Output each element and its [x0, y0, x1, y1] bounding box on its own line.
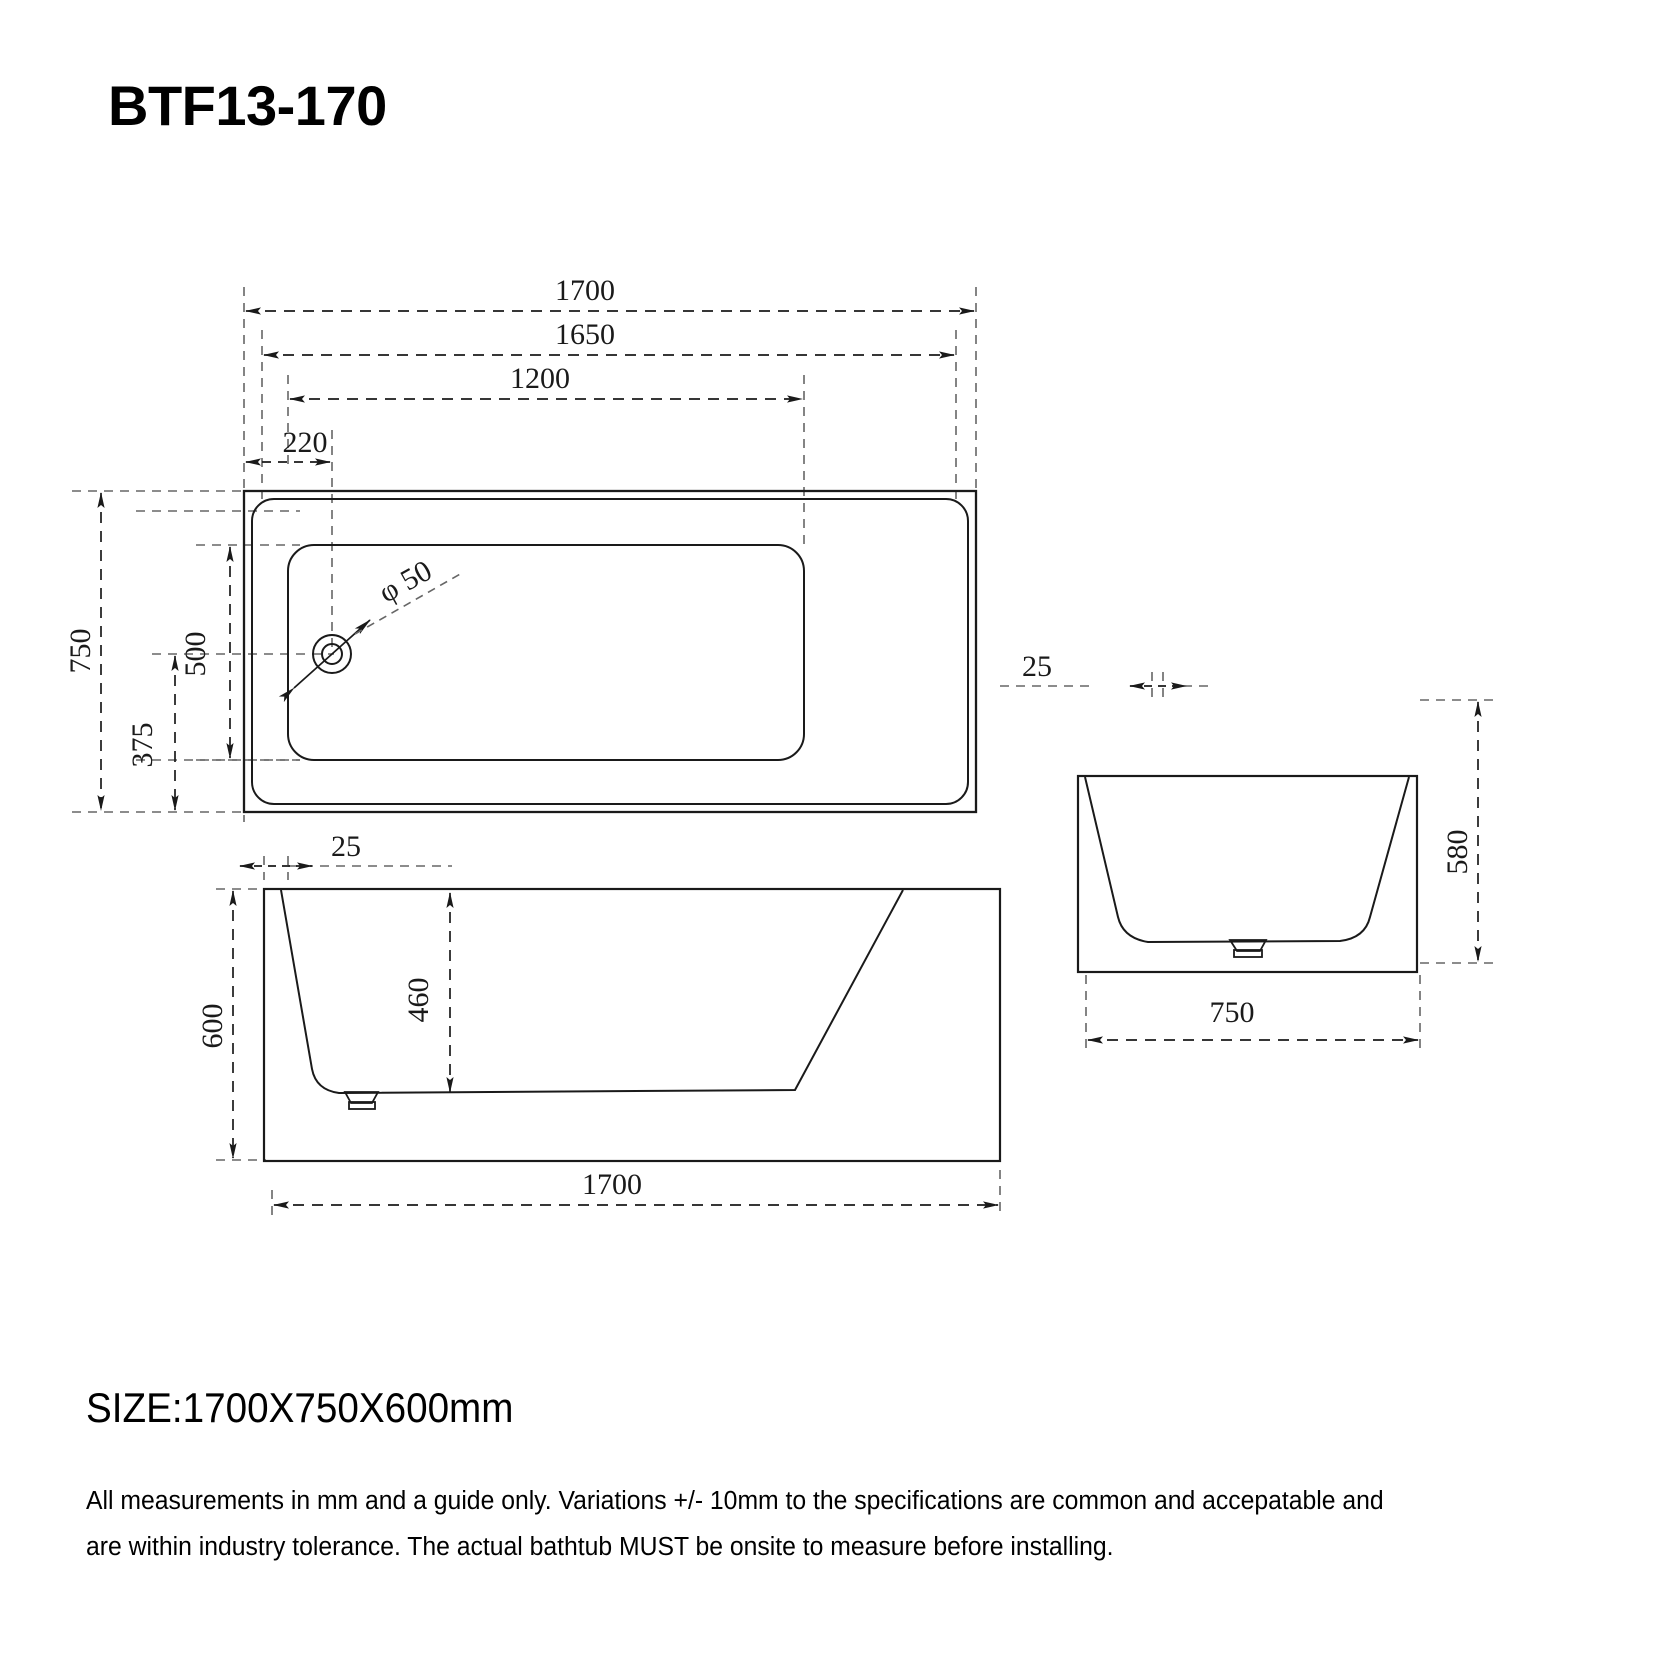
plan-outer-outline [242, 489, 978, 814]
end-drain [1228, 939, 1268, 958]
dim-label-front-overall-height: 600 [196, 1004, 229, 1049]
dim-label-plan-drain-center-y: 375 [126, 723, 159, 768]
dim-label-plan-inner-offset: 500 [179, 632, 212, 677]
front-extension-lines [216, 856, 1001, 1215]
dim-front-600: 600 [196, 890, 237, 1159]
dim-label-front-wall-thickness: 25 [331, 830, 361, 863]
dim-plan-1200: 1200 [289, 362, 803, 403]
dim-end-25: 25 [1022, 650, 1187, 690]
end-interior-profile [1084, 776, 1410, 944]
disclaimer-line-2: are within industry tolerance. The actua… [86, 1533, 1114, 1561]
dim-label-plan-inner-length: 1200 [510, 362, 570, 395]
disclaimer-line-1: All measurements in mm and a guide only.… [86, 1487, 1384, 1515]
front-view-group: 25 600 460 1700 [196, 830, 1002, 1215]
dim-end-580: 580 [1441, 701, 1482, 962]
dim-plan-1650: 1650 [263, 318, 955, 359]
dim-label-end-interior-height: 580 [1441, 830, 1474, 875]
front-drain [343, 1091, 380, 1110]
front-outer-outline [262, 887, 1002, 1163]
dim-plan-500: 500 [179, 546, 234, 759]
dim-label-plan-overall-width: 750 [64, 629, 97, 674]
plan-view-group: 1700 1650 1200 220 750 500 [64, 274, 978, 822]
end-outer-outline [1076, 774, 1419, 974]
dim-label-plan-rim-length: 1650 [555, 318, 615, 351]
dim-plan-220: 220 [245, 426, 331, 466]
front-interior-profile [280, 889, 904, 1095]
end-view-group: 25 580 750 [1000, 650, 1500, 1050]
dim-front-460: 460 [402, 892, 454, 1093]
dim-front-1700: 1700 [273, 1168, 999, 1209]
dim-label-end-overall-width: 750 [1210, 996, 1255, 1029]
dim-label-front-overall-length: 1700 [582, 1168, 642, 1201]
dim-label-drain-diameter: φ 50 [373, 554, 437, 609]
size-summary: SIZE:1700X750X600mm [86, 1384, 514, 1431]
dim-plan-750: 750 [64, 492, 105, 811]
dim-end-750: 750 [1087, 996, 1419, 1044]
dim-label-plan-overall-length: 1700 [555, 274, 615, 307]
dim-label-front-interior-depth: 460 [402, 978, 435, 1023]
dim-label-plan-drain-offset-x: 220 [283, 426, 328, 459]
plan-rim-outline [251, 498, 969, 805]
end-extension-lines [1000, 672, 1500, 1050]
dim-label-end-wall-thickness: 25 [1022, 650, 1052, 683]
dim-front-25: 25 [239, 830, 361, 870]
page-title: BTF13-170 [108, 74, 387, 137]
dim-plan-375: 375 [126, 655, 179, 811]
dim-plan-1700: 1700 [245, 274, 975, 315]
disclaimer-note: All measurements in mm and a guide only.… [86, 1478, 1486, 1570]
plan-basin-outline [287, 544, 805, 761]
